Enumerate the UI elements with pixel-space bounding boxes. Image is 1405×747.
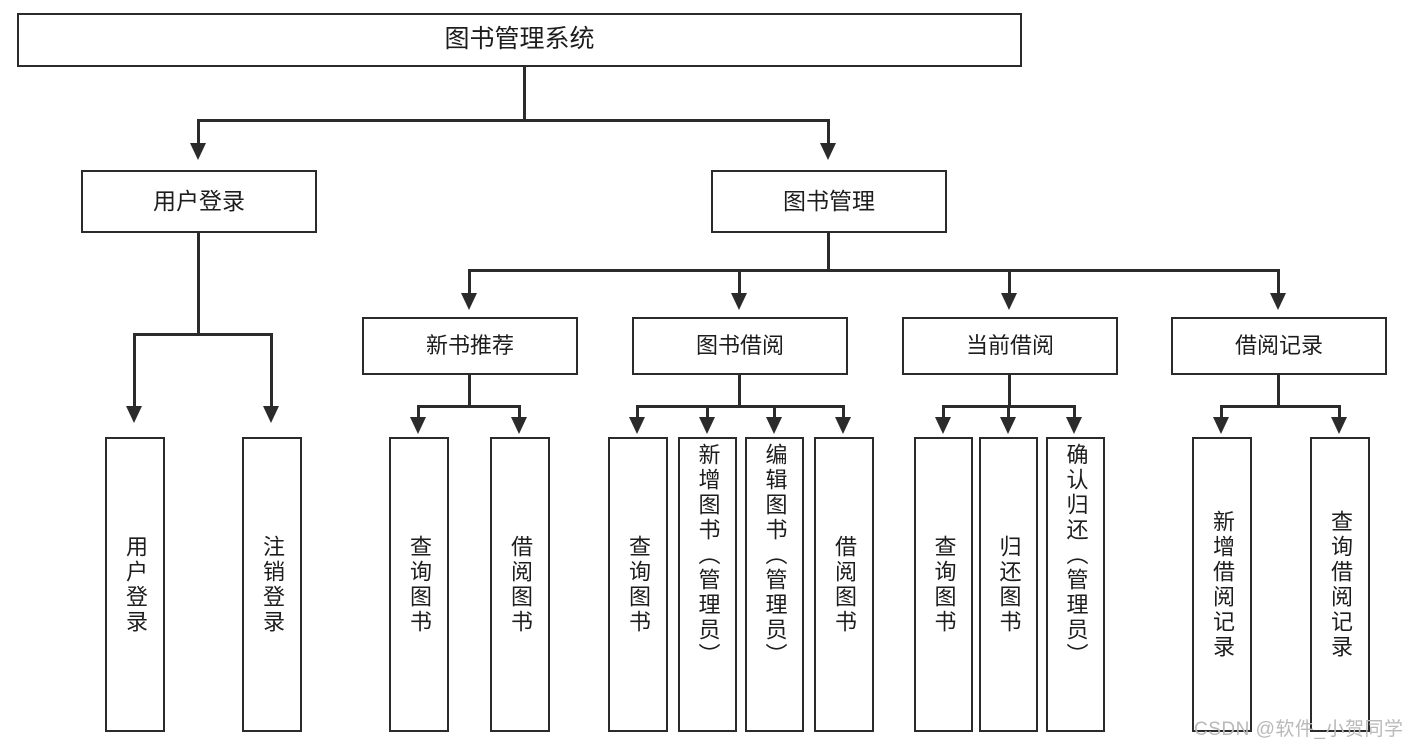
connector-book-borrow-bus xyxy=(636,405,845,408)
arrowhead-cb-query xyxy=(935,417,951,434)
connector-drop-current-borrow xyxy=(1008,269,1011,295)
arrowhead-leaf-user-login xyxy=(126,406,142,423)
arrowhead-nb-query xyxy=(410,417,426,434)
arrowhead-bb-add xyxy=(699,417,715,434)
node-label: 确认归还（管理员） xyxy=(1063,443,1089,668)
connector-drop-borrow-record xyxy=(1277,269,1280,295)
node-borrow-record[interactable]: 借阅记录 xyxy=(1171,317,1387,375)
node-label: 借阅图书 xyxy=(831,534,857,635)
arrowhead-new-book xyxy=(461,293,477,310)
connector-drop-book-manage xyxy=(827,119,830,145)
node-user-login[interactable]: 用户登录 xyxy=(81,170,317,233)
node-label: 图书管理 xyxy=(783,187,875,214)
arrowhead-book-borrow xyxy=(731,293,747,310)
node-label: 新书推荐 xyxy=(425,333,514,359)
connector-drop-user-login xyxy=(197,119,200,145)
node-root-system[interactable]: 图书管理系统 xyxy=(17,13,1022,67)
arrowhead-bb-edit xyxy=(766,417,782,434)
leaf-br-add-record[interactable]: 新增借阅记录 xyxy=(1192,437,1252,732)
node-label: 新增图书（管理员） xyxy=(695,443,721,668)
node-label: 查询借阅记录 xyxy=(1327,509,1353,660)
node-label: 查询图书 xyxy=(406,534,432,635)
leaf-cb-query-book[interactable]: 查询图书 xyxy=(914,437,973,732)
connector-drop-bb-edit xyxy=(773,405,776,419)
leaf-nb-query-book[interactable]: 查询图书 xyxy=(389,437,449,732)
leaf-cb-confirm-return-admin[interactable]: 确认归还（管理员） xyxy=(1046,437,1105,732)
connector-drop-br-add xyxy=(1220,405,1223,419)
node-label: 当前借阅 xyxy=(965,333,1054,359)
leaf-nb-borrow-book[interactable]: 借阅图书 xyxy=(490,437,550,732)
connector-drop-bb-borrow xyxy=(842,405,845,419)
arrowhead-cb-confirm xyxy=(1066,417,1082,434)
arrowhead-cb-return xyxy=(1000,417,1016,434)
node-label: 新增借阅记录 xyxy=(1209,509,1235,660)
connector-current-borrow-stem xyxy=(1008,375,1011,407)
node-label: 用户登录 xyxy=(153,187,245,214)
connector-drop-new-book xyxy=(468,269,471,295)
watermark-text: CSDN @软件_小贺同学 xyxy=(1194,719,1404,740)
arrowhead-user-login xyxy=(190,143,206,160)
connector-drop-book-borrow xyxy=(738,269,741,295)
connector-drop-bb-add xyxy=(706,405,709,419)
connector-drop-nb-query xyxy=(417,405,420,419)
node-label: 图书管理系统 xyxy=(444,25,595,54)
node-current-borrow[interactable]: 当前借阅 xyxy=(902,317,1118,375)
connector-book-borrow-stem xyxy=(738,375,741,407)
arrowhead-nb-borrow xyxy=(511,417,527,434)
node-book-management[interactable]: 图书管理 xyxy=(711,170,947,233)
csdn-watermark: CSDN @软件_小贺同学 xyxy=(1194,714,1403,741)
node-label: 借阅图书 xyxy=(507,534,533,635)
connector-level2-bus xyxy=(468,269,1280,272)
connector-drop-br-query xyxy=(1338,405,1341,419)
connector-new-book-stem xyxy=(468,375,471,407)
connector-drop-leaf-user-login xyxy=(133,333,136,408)
connector-book-manage-stem xyxy=(827,233,830,271)
connector-drop-nb-borrow xyxy=(518,405,521,419)
connector-user-login-bus xyxy=(133,333,272,336)
node-new-book-recommend[interactable]: 新书推荐 xyxy=(362,317,578,375)
connector-drop-leaf-logout xyxy=(270,333,273,408)
connector-drop-cb-confirm xyxy=(1073,405,1076,419)
node-label: 归还图书 xyxy=(996,534,1022,635)
node-label: 用户登录 xyxy=(122,534,148,635)
node-label: 查询图书 xyxy=(931,534,957,635)
arrowhead-bb-borrow xyxy=(835,417,851,434)
arrowhead-br-query xyxy=(1331,417,1347,434)
arrowhead-bb-query xyxy=(629,417,645,434)
node-label: 借阅记录 xyxy=(1234,333,1323,359)
leaf-bb-query-book[interactable]: 查询图书 xyxy=(608,437,668,732)
leaf-bb-edit-book-admin[interactable]: 编辑图书（管理员） xyxy=(745,437,804,732)
connector-root-stem xyxy=(523,67,526,119)
leaf-bb-borrow-book[interactable]: 借阅图书 xyxy=(814,437,874,732)
node-label: 编辑图书（管理员） xyxy=(762,443,788,668)
arrowhead-borrow-record xyxy=(1270,293,1286,310)
connector-drop-cb-query xyxy=(942,405,945,419)
leaf-logout[interactable]: 注销登录 xyxy=(242,437,302,732)
connector-level1-bus xyxy=(197,119,829,122)
connector-new-book-bus xyxy=(417,405,521,408)
leaf-bb-add-book-admin[interactable]: 新增图书（管理员） xyxy=(678,437,737,732)
arrowhead-leaf-logout xyxy=(263,406,279,423)
node-label: 注销登录 xyxy=(259,534,285,635)
connector-drop-cb-return xyxy=(1007,405,1010,419)
arrowhead-book-manage xyxy=(820,143,836,160)
leaf-cb-return-book[interactable]: 归还图书 xyxy=(979,437,1038,732)
node-book-borrow[interactable]: 图书借阅 xyxy=(632,317,848,375)
connector-borrow-record-stem xyxy=(1277,375,1280,407)
arrowhead-current-borrow xyxy=(1001,293,1017,310)
connector-drop-bb-query xyxy=(636,405,639,419)
node-label: 图书借阅 xyxy=(695,333,784,359)
arrowhead-br-add xyxy=(1213,417,1229,434)
node-label: 查询图书 xyxy=(625,534,651,635)
leaf-br-query-record[interactable]: 查询借阅记录 xyxy=(1310,437,1370,732)
leaf-user-login[interactable]: 用户登录 xyxy=(105,437,165,732)
connector-borrow-record-bus xyxy=(1220,405,1341,408)
connector-user-login-stem xyxy=(197,233,200,335)
